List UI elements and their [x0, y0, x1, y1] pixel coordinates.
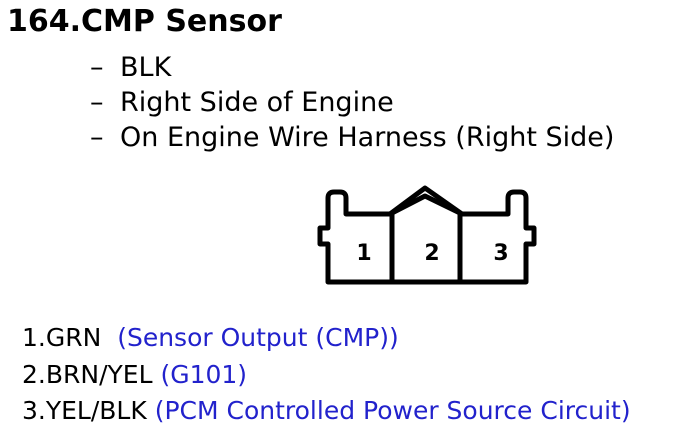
pin-assignment-list: 1.GRN (Sensor Output (CMP)) 2.BRN/YEL (G…: [22, 320, 631, 430]
pin-label: 3.YEL/BLK: [22, 396, 147, 425]
pin-description: (Sensor Output (CMP)): [117, 323, 399, 352]
connector-housing: [317, 185, 537, 285]
pin-number: 1: [356, 241, 371, 266]
connector-diagram: 1 2 3: [317, 185, 537, 285]
page-title: 164.CMP Sensor: [7, 4, 282, 39]
pin-number: 3: [493, 241, 508, 266]
pin-row: 3.YEL/BLK (PCM Controlled Power Source C…: [22, 393, 631, 430]
list-item: –BLK: [90, 52, 172, 83]
sensor-info-list: –BLK –Right Side of Engine –On Engine Wi…: [90, 50, 614, 155]
pin-label: 2.BRN/YEL: [22, 359, 153, 389]
list-item: –On Engine Wire Harness (Right Side): [90, 122, 615, 153]
sensor-location: Right Side of Engine: [120, 87, 394, 118]
pin-label: 1.GRN: [22, 323, 102, 352]
pin-description: (G101): [160, 359, 248, 389]
connector-color: BLK: [120, 52, 172, 83]
connector-location: On Engine Wire Harness (Right Side): [120, 122, 615, 153]
pin-row: 1.GRN (Sensor Output (CMP)): [22, 320, 631, 357]
pin-row: 2.BRN/YEL (G101): [22, 357, 631, 394]
pin-description: (PCM Controlled Power Source Circuit): [154, 396, 631, 425]
pin-number: 2: [424, 241, 439, 266]
latch-ridge: [387, 193, 465, 217]
list-item: –Right Side of Engine: [90, 87, 394, 118]
